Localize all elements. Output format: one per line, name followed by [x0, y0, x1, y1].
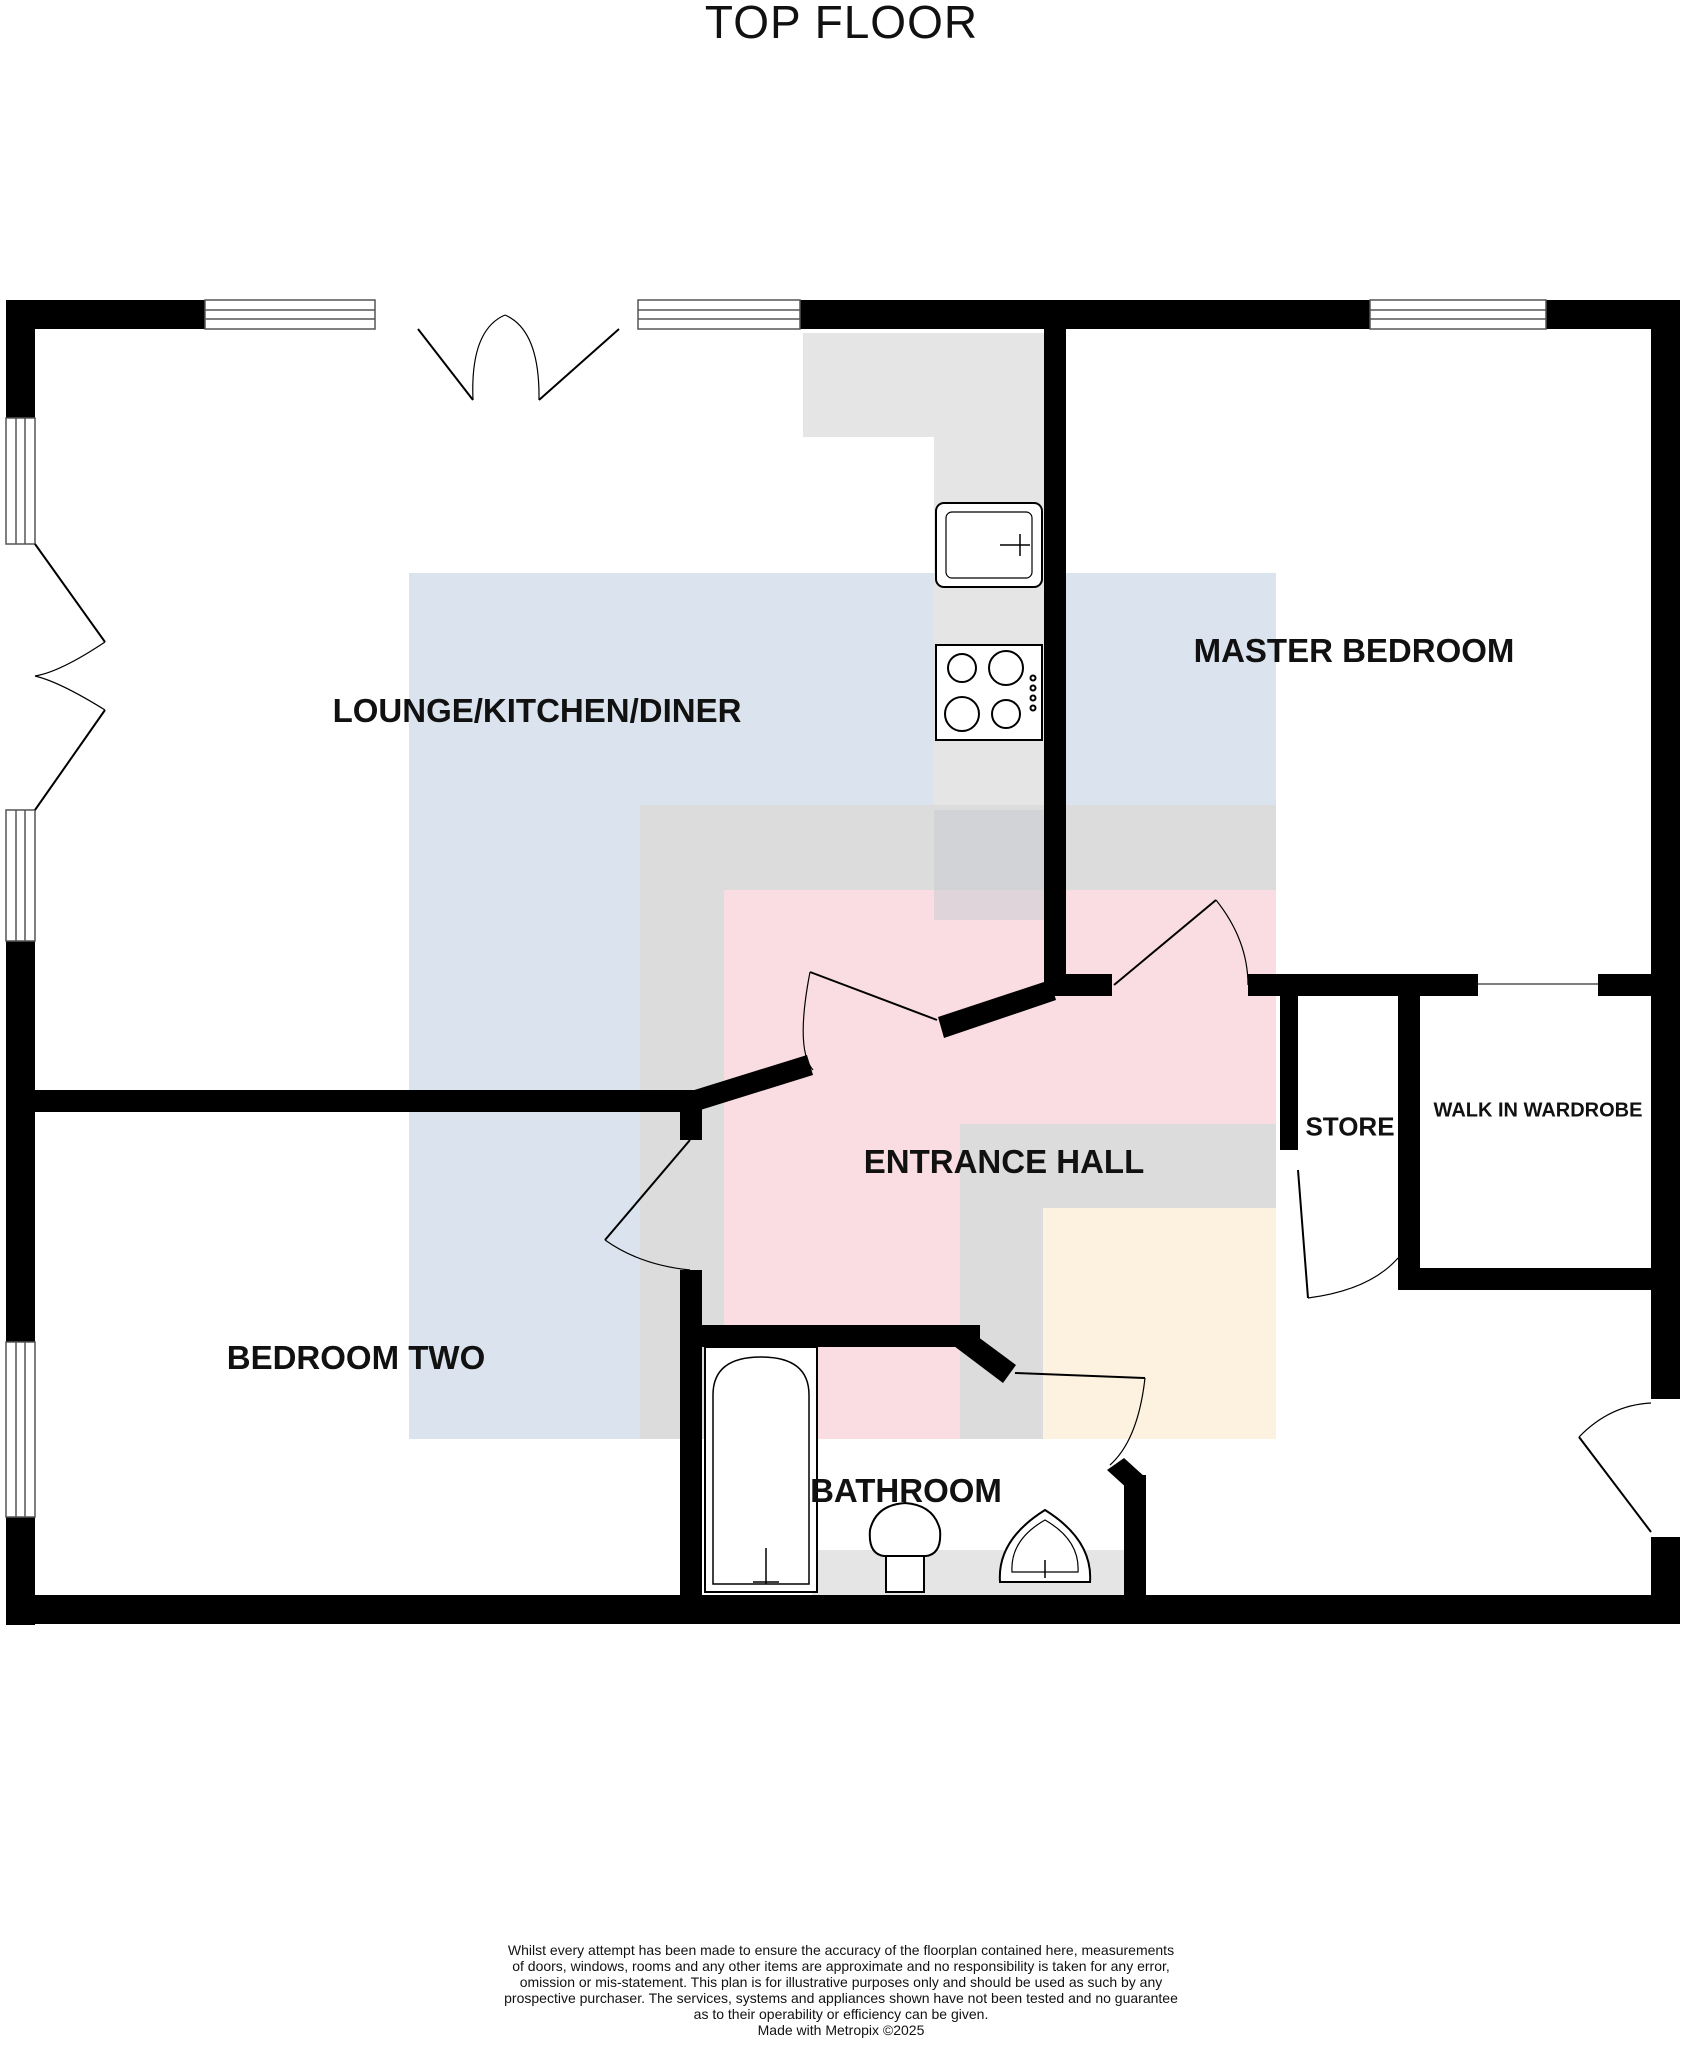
wall-store-wardrobe [1398, 990, 1420, 1280]
window-top-left [204, 299, 376, 330]
room-label-master-bedroom: MASTER BEDROOM [1193, 632, 1515, 669]
disclaimer-line: prospective purchaser. The services, sys… [504, 1990, 1178, 2006]
french-door-left [34, 543, 106, 811]
room-label-store: STORE [1305, 1111, 1395, 1142]
basin-icon [998, 1508, 1092, 1583]
wall-lounge-master [1044, 300, 1066, 980]
wall-wardrobe-bottom [1398, 1268, 1651, 1290]
wall-left-a [6, 300, 35, 418]
walls [6, 300, 1680, 1625]
wall-bottom [6, 1595, 1680, 1624]
wall-wardrobe-top [1598, 974, 1651, 996]
wall-store-top [1248, 974, 1478, 996]
zone-kitchen-grey [803, 333, 1044, 920]
zone-shading [409, 333, 1276, 1596]
window-top-right [1369, 299, 1547, 330]
disclaimer-line: of doors, windows, rooms and any other i… [512, 1958, 1170, 1974]
door-bedroom-two [604, 1139, 691, 1271]
bath-icon [704, 1346, 818, 1593]
door-master-hall [1113, 899, 1249, 986]
zone-hall-grey-inner [960, 1124, 1276, 1439]
zone-oven-overlay [934, 810, 1044, 920]
door-store [1297, 1169, 1399, 1299]
wall-bed2-hall-b [680, 1270, 702, 1610]
wall-right-a [1651, 300, 1680, 1399]
credit: Made with Metropix ©2025 [757, 2022, 925, 2038]
window-left-top [5, 417, 36, 545]
wall-bath-angle [950, 1325, 1016, 1383]
wall-bath-right [1124, 1475, 1146, 1610]
window-left-mid [5, 809, 36, 942]
wall-hall-angle-b [938, 980, 1056, 1038]
room-label-bathroom: BATHROOM [810, 1472, 1002, 1509]
hob-icon [935, 644, 1043, 741]
door-entrance [1578, 1402, 1652, 1533]
zone-hall-grey [640, 805, 1276, 1439]
fixtures [704, 502, 1092, 1593]
disclaimer-line: omission or mis-statement. This plan is … [519, 1974, 1163, 1990]
windows [5, 299, 1598, 1518]
wall-store-left [1280, 990, 1298, 1150]
room-label-lounge: LOUNGE/KITCHEN/DINER [332, 692, 742, 729]
toilet-icon [868, 1501, 942, 1593]
room-label-walk-in-wardrobe: WALK IN WARDROBE [1433, 1099, 1643, 1122]
wall-lounge-bed2 [35, 1090, 700, 1112]
window-left-bottom [5, 1341, 36, 1518]
floor-title: TOP FLOOR [704, 0, 979, 48]
wall-bath-angle-b [1107, 1458, 1146, 1490]
room-label-bedroom-two: BEDROOM TWO [226, 1339, 486, 1376]
wall-hall-angle-a [688, 1055, 813, 1112]
door-bathroom [1014, 1372, 1146, 1466]
disclaimer-line: as to their operability or efficiency ca… [693, 2006, 989, 2022]
zone-yellow [1043, 1208, 1276, 1439]
doors [34, 314, 1652, 1533]
window-top-mid [637, 299, 801, 330]
disclaimer: Whilst every attempt has been made to en… [441, 1942, 1241, 2038]
door-lounge-hall [802, 971, 938, 1071]
wall-top-b [800, 300, 1370, 329]
wall-bath-top [690, 1325, 980, 1347]
kitchen-sink-icon [935, 502, 1043, 588]
disclaimer-line: Whilst every attempt has been made to en… [507, 1942, 1175, 1958]
wall-hall-stub [1044, 974, 1112, 996]
room-label-entrance-hall: ENTRANCE HALL [863, 1143, 1145, 1180]
wall-top-a [6, 300, 205, 329]
wall-right-b [1651, 1537, 1680, 1624]
wall-left-b [6, 941, 35, 1342]
french-door-top [417, 314, 620, 401]
